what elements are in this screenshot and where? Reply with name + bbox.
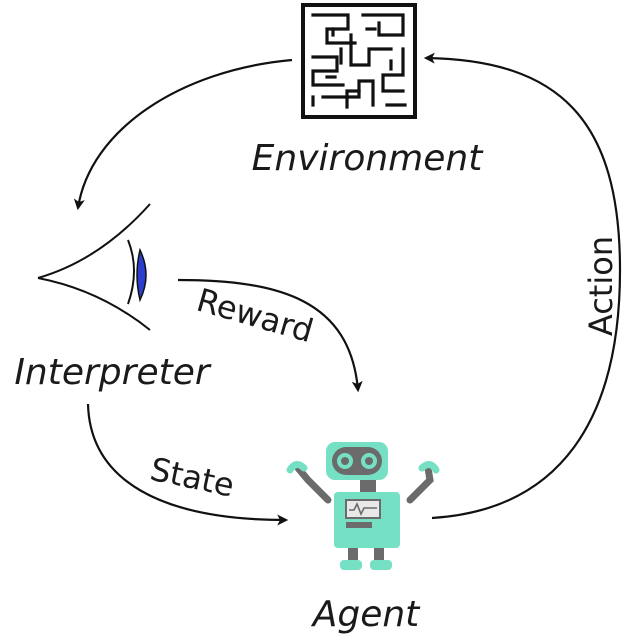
state-arrow [86, 403, 289, 526]
reward-arrow [177, 278, 363, 393]
edge-state: State [86, 403, 289, 526]
action-label: Action [582, 236, 620, 336]
environment-label: Environment [252, 138, 485, 179]
maze-icon [301, 3, 417, 119]
edge-action: Action [423, 52, 622, 520]
action-arrow [423, 52, 622, 520]
robot-icon [286, 442, 440, 570]
eye-icon [37, 203, 151, 331]
edge-environment-to-interpreter [73, 58, 293, 211]
interpreter-node: Interpreter [14, 203, 212, 393]
reward-label: Reward [193, 281, 318, 350]
interpreter-label: Interpreter [14, 352, 212, 393]
state-label: State [147, 450, 238, 505]
agent-label: Agent [311, 594, 421, 635]
environment-node: Environment [252, 3, 485, 179]
agent-node: Agent [286, 442, 440, 635]
